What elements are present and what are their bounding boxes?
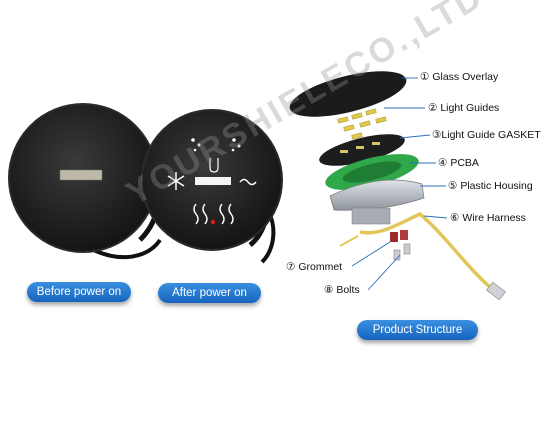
caption-product-structure: Product Structure [357,320,478,340]
plastic-housing-part [329,179,425,225]
snowflake-icon [167,172,185,190]
device-after-power [141,109,283,264]
part-label-glass-overlay: ① Glass Overlay [420,71,499,83]
caption-before-power-on: Before power on [27,282,131,302]
grommet-part [390,230,408,242]
lit-display [195,177,231,185]
bolts-part [393,243,411,261]
wave-icon [239,178,257,186]
display-window [59,169,103,181]
part-label-plastic-housing: ⑤ Plastic Housing [448,180,533,192]
wire-harness-part [359,211,500,296]
caption-after-power-on: After power on [158,283,261,303]
gasket-part [319,134,405,166]
light-guides-part [337,108,387,140]
drop-icon [209,158,219,173]
part-label-pcba: ④ PCBA [438,157,479,169]
part-label-bolts: ⑧ Bolts [324,284,360,296]
heat-icon [193,203,234,225]
glass-overlay-part [289,71,407,117]
indicator-led [210,219,216,225]
part-label-grommet: ⑦ Grommet [286,261,343,273]
exploded-structure [289,71,506,301]
part-label-gasket: ③Light Guide GASKET [432,129,541,141]
part-label-wire-harness: ⑥ Wire Harness [450,212,526,224]
part-label-light-guides: ② Light Guides [428,102,500,114]
dots-icon [191,138,241,152]
leader-lines [351,77,448,291]
